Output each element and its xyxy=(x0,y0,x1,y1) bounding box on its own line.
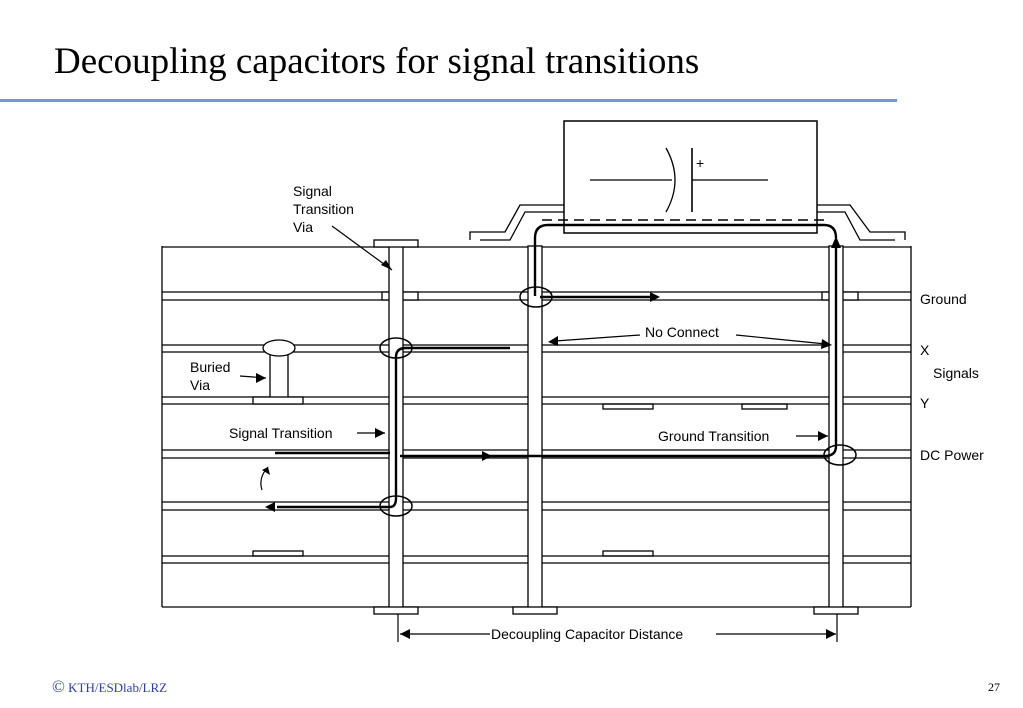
label-buried-via-line2: Via xyxy=(190,377,210,393)
label-signals: Signals xyxy=(933,365,979,381)
label-x-layer: X xyxy=(920,342,930,358)
transition-ellipse xyxy=(519,286,553,308)
signal-via-top-pad xyxy=(373,239,419,248)
cap-via-left-barrel xyxy=(527,245,543,609)
buried-via-pad xyxy=(252,396,304,405)
arrow-head xyxy=(265,502,275,512)
signal-via-bottom-pad xyxy=(373,606,419,615)
footer-text: KTH/ESDlab/LRZ xyxy=(68,680,168,695)
label-no-connect: No Connect xyxy=(645,324,719,340)
trace-pad xyxy=(602,403,654,410)
transition-ellipse xyxy=(379,337,413,359)
trace-pad xyxy=(602,550,654,557)
current-path-signal xyxy=(277,346,510,509)
current-path-power xyxy=(275,245,838,458)
buried-via-top-pad xyxy=(262,339,296,357)
label-signal-transition-via-line3: Via xyxy=(293,219,313,235)
current-path-ground xyxy=(533,223,838,296)
capacitor-polarity-mark: + xyxy=(696,155,704,171)
cap-via-right-bottom-pad xyxy=(813,606,859,615)
trace-pad xyxy=(252,550,304,557)
title-underline xyxy=(0,99,897,102)
label-signal-transition: Signal Transition xyxy=(229,425,333,441)
label-signal-transition-via-line2: Transition xyxy=(293,201,354,217)
page-number: 27 xyxy=(988,680,1000,694)
label-ground-layer: Ground xyxy=(920,291,967,307)
arrow-head xyxy=(831,236,841,248)
capacitor-body xyxy=(563,120,818,234)
footer-credit: © KTH/ESDlab/LRZ xyxy=(52,677,167,697)
cap-via-left-bottom-pad xyxy=(512,606,558,615)
trace-pad xyxy=(741,403,788,410)
label-decoupling-capacitor-distance: Decoupling Capacitor Distance xyxy=(491,626,683,642)
label-signal-transition-via-line1: Signal xyxy=(293,183,332,199)
label-y-layer: Y xyxy=(920,395,930,411)
arrow-head xyxy=(482,451,492,461)
transition-ellipse xyxy=(823,444,857,466)
copyright-symbol: © xyxy=(52,677,65,696)
buried-via-barrel xyxy=(269,351,289,403)
label-ground-transition: Ground Transition xyxy=(658,428,769,444)
arrow-head xyxy=(650,292,660,302)
slide-title: Decoupling capacitors for signal transit… xyxy=(54,41,700,82)
label-dc-power-layer: DC Power xyxy=(920,447,984,463)
label-buried-via-line1: Buried xyxy=(190,359,230,375)
transition-ellipse xyxy=(379,495,413,517)
